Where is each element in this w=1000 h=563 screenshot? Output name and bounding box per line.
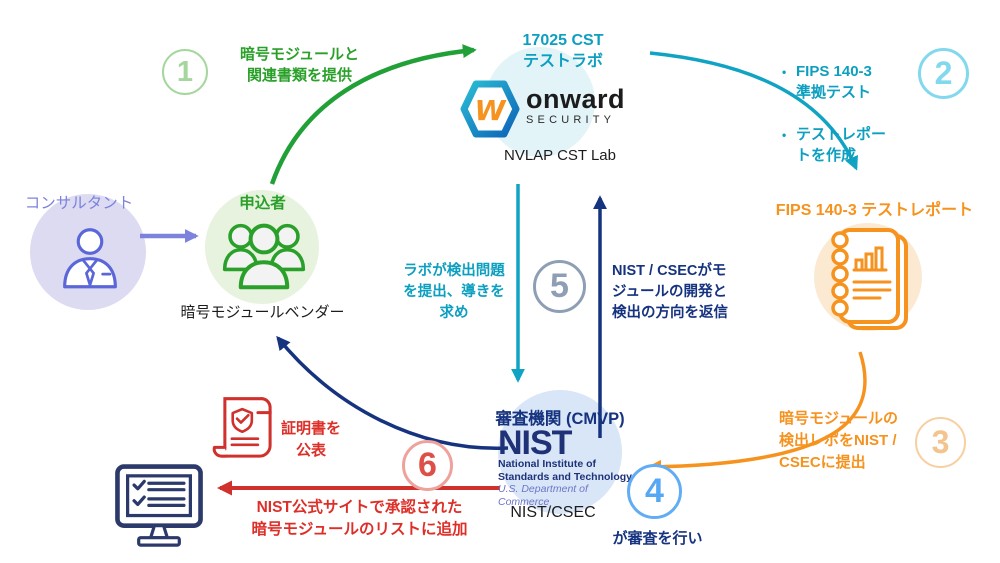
step-1-badge: 1	[162, 49, 208, 95]
arrow-cmvp-to-vendor	[276, 335, 509, 450]
vendor-subtitle: 暗号モジュールベンダー	[180, 304, 345, 321]
nist-logo-line1: National Institute of	[498, 458, 596, 470]
cmvp-title: 審査機関 (CMVP)	[495, 410, 625, 428]
step-4-badge: 4	[627, 464, 682, 519]
certificate-scroll-icon	[212, 397, 272, 458]
step2-item-2: テストレポー トを作成	[796, 126, 887, 164]
consultant-label: コンサルタント	[24, 195, 134, 212]
step5-left-label: ラボが検出問題 を提出、導きを 求め	[403, 263, 505, 321]
arrow-step2-lab-to-report	[649, 51, 858, 171]
onward-w-mark: W	[475, 94, 507, 127]
applicant-group-icon	[222, 223, 306, 290]
step2-label: • FIPS 140-3 準拠テスト • テストレポー トを作成	[782, 40, 886, 187]
step-5-badge: 5	[533, 260, 586, 313]
nist-csec-caption: NIST/CSEC	[510, 504, 596, 521]
step3-label: 暗号モジュールの 検出レポをNIST / CSECに提出	[779, 410, 898, 471]
nist-logo: NIST National Institute of Standards and…	[498, 424, 638, 509]
step-6-badge: 6	[402, 440, 453, 491]
onward-word-main: onward	[526, 84, 626, 114]
step4-label: が審査を行い	[612, 530, 703, 547]
step2-item-1: FIPS 140-3 準拠テスト	[796, 63, 872, 101]
nist-logo-line3: U.S. Department of Commerce	[498, 483, 588, 508]
step2-bullet-item: • テストレポー トを作成	[782, 124, 886, 166]
onward-security-logo-icon: W	[460, 80, 520, 138]
bullet-icon: •	[782, 128, 787, 142]
nvlap-caption: NVLAP CST Lab	[503, 147, 616, 164]
step-2-badge: 2	[918, 48, 969, 99]
nist-wordmark: NIST	[498, 424, 572, 462]
arrow-step1-vendor-to-lab	[269, 44, 477, 185]
certificate-publish-label: 証明書を 公表	[280, 420, 341, 459]
step-3-badge: 3	[915, 417, 966, 468]
applicant-title: 申込者	[239, 195, 286, 212]
nist-logo-line2: Standards and Technology	[498, 470, 632, 483]
step6-label: NIST公式サイトで承認された 暗号モジュールのリストに追加	[251, 499, 468, 538]
test-lab-title: 17025 CST テストラボ	[522, 32, 604, 70]
test-report-notebook-icon	[831, 228, 908, 330]
report-title: FIPS 140-3 テストレポート	[775, 202, 974, 219]
onward-wordmark: onward SECURITY	[526, 85, 625, 126]
consultant-person-icon	[63, 228, 117, 289]
arrow-step3-report-to-cmvp	[647, 351, 867, 474]
onward-word-sub: SECURITY	[526, 114, 616, 126]
nist-website-monitor-icon	[115, 464, 203, 547]
step5-right-label: NIST / CSECがモ ジュールの開発と 検出の方向を返信	[612, 263, 728, 321]
step1-label: 暗号モジュールと 関連書類を提供	[240, 46, 359, 84]
bullet-icon: •	[782, 65, 787, 79]
step2-bullet-item: • FIPS 140-3 準拠テスト	[782, 61, 886, 103]
